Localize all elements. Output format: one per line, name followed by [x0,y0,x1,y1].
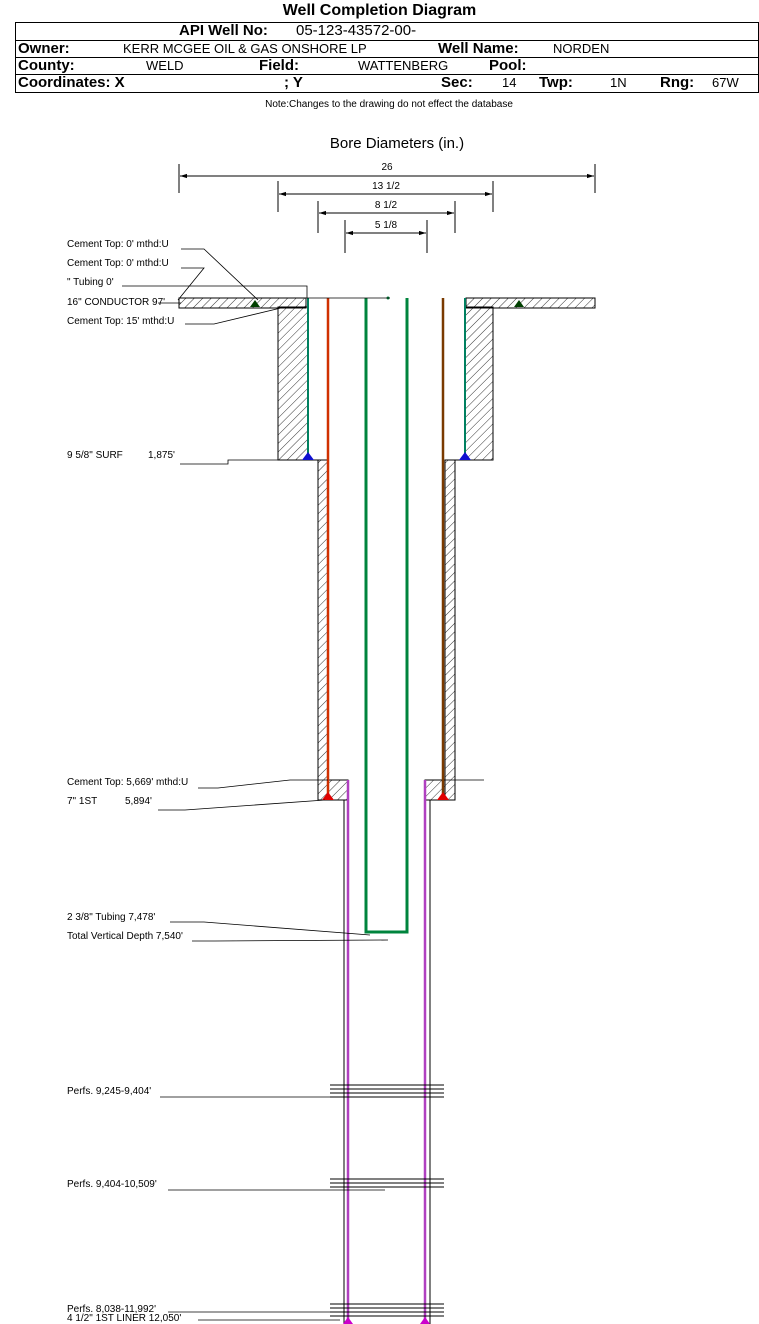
first-string-label: 7" 1ST [67,796,97,807]
well-name-label: Well Name: [438,40,519,57]
borehole-outline [178,298,596,1324]
surface-casing-shoe-left [302,452,314,460]
dimension-5-1-8: 5 1/8 [344,220,428,253]
twp-value: 1N [610,75,627,90]
production-cement [317,459,456,801]
field-value: WATTENBERG [358,58,449,73]
county-row: County: WELD Field: WATTENBERG Pool: [16,57,758,74]
surface-casing-shoe-right [459,452,471,460]
production-casing [322,298,449,800]
dimension-13-1-2: 13 1/2 [277,181,494,212]
tubing-zero-label: " Tubing 0' [67,277,114,288]
surface-casing-depth: 1,875' [148,450,175,461]
tubing-depth-label: 2 3/8" Tubing 7,478' [67,912,155,923]
field-label: Field: [259,57,299,74]
perforations-2 [330,1178,444,1188]
sec-label: Sec: [441,74,473,91]
first-string-depth: 5,894' [125,796,152,807]
conductor-shoe-right [514,300,524,307]
tubing [364,296,409,934]
dimension-8-1-2-label: 8 1/2 [375,200,398,211]
liner-label: 4 1/2" 1ST LINER 12,050' [67,1313,181,1324]
well-info-grid: API Well No: 05-123-43572-00- Owner: KER… [15,22,759,93]
dimension-8-1-2: 8 1/2 [317,200,456,233]
twp-label: Twp: [539,74,573,91]
owner-value: KERR MCGEE OIL & GAS ONSHORE LP [123,41,367,56]
surface-cement [277,306,494,461]
coordinates-row: Coordinates: X ; Y Sec: 14 Twp: 1N Rng: … [16,74,758,91]
dimension-26-label: 26 [381,162,393,173]
rng-label: Rng: [660,74,695,91]
dimension-26: 26 [178,162,596,193]
api-row: API Well No: 05-123-43572-00- [16,23,758,39]
coordinates-label: Coordinates: X [18,74,125,91]
production-casing-shoe-left [322,792,334,800]
leader-lines [122,248,484,1321]
surface-casing [302,298,471,460]
conductor-label: 16" CONDUCTOR 97' [67,297,165,308]
well-name-value: NORDEN [553,41,610,56]
dimension-5-1-8-label: 5 1/8 [375,220,398,231]
api-label: API Well No: [179,22,268,39]
cement-top-15-label: Cement Top: 15' mthd:U [67,316,174,327]
diagram-title: Well Completion Diagram [282,2,477,19]
owner-row: Owner: KERR MCGEE OIL & GAS ONSHORE LP W… [16,40,758,57]
coordinates-y-label: ; Y [284,74,303,91]
perforations-1-label: Perfs. 9,245-9,404' [67,1086,151,1097]
cement-top-label-1: Cement Top: 0' mthd:U [67,239,169,250]
sec-value: 14 [502,75,517,90]
bore-diameters-title: Bore Diameters (in.) [330,135,464,152]
api-value: 05-123-43572-00- [296,22,417,39]
conductor-cement [178,297,596,309]
county-value: WELD [146,58,184,73]
liner [343,780,430,1324]
county-label: County: [18,57,75,74]
rng-value: 67W [712,75,739,90]
dimension-13-1-2-label: 13 1/2 [372,181,400,192]
conductor-shoe-left [250,300,260,307]
surface-casing-label: 9 5/8" SURF [67,450,123,461]
cement-top-5669-label: Cement Top: 5,669' mthd:U [67,777,188,788]
database-note: Note:Changes to the drawing do not effec… [265,99,513,110]
perforations-3-label: Perfs. 8,038-11,992' [67,1304,156,1315]
total-vertical-depth-label: Total Vertical Depth 7,540' [67,931,183,942]
production-casing-shoe-right [437,792,449,800]
owner-label: Owner: [18,40,70,57]
perforations-2-label: Perfs. 9,404-10,509' [67,1179,157,1190]
pool-label: Pool: [489,57,527,74]
cement-top-label-2: Cement Top: 0' mthd:U [67,258,169,269]
